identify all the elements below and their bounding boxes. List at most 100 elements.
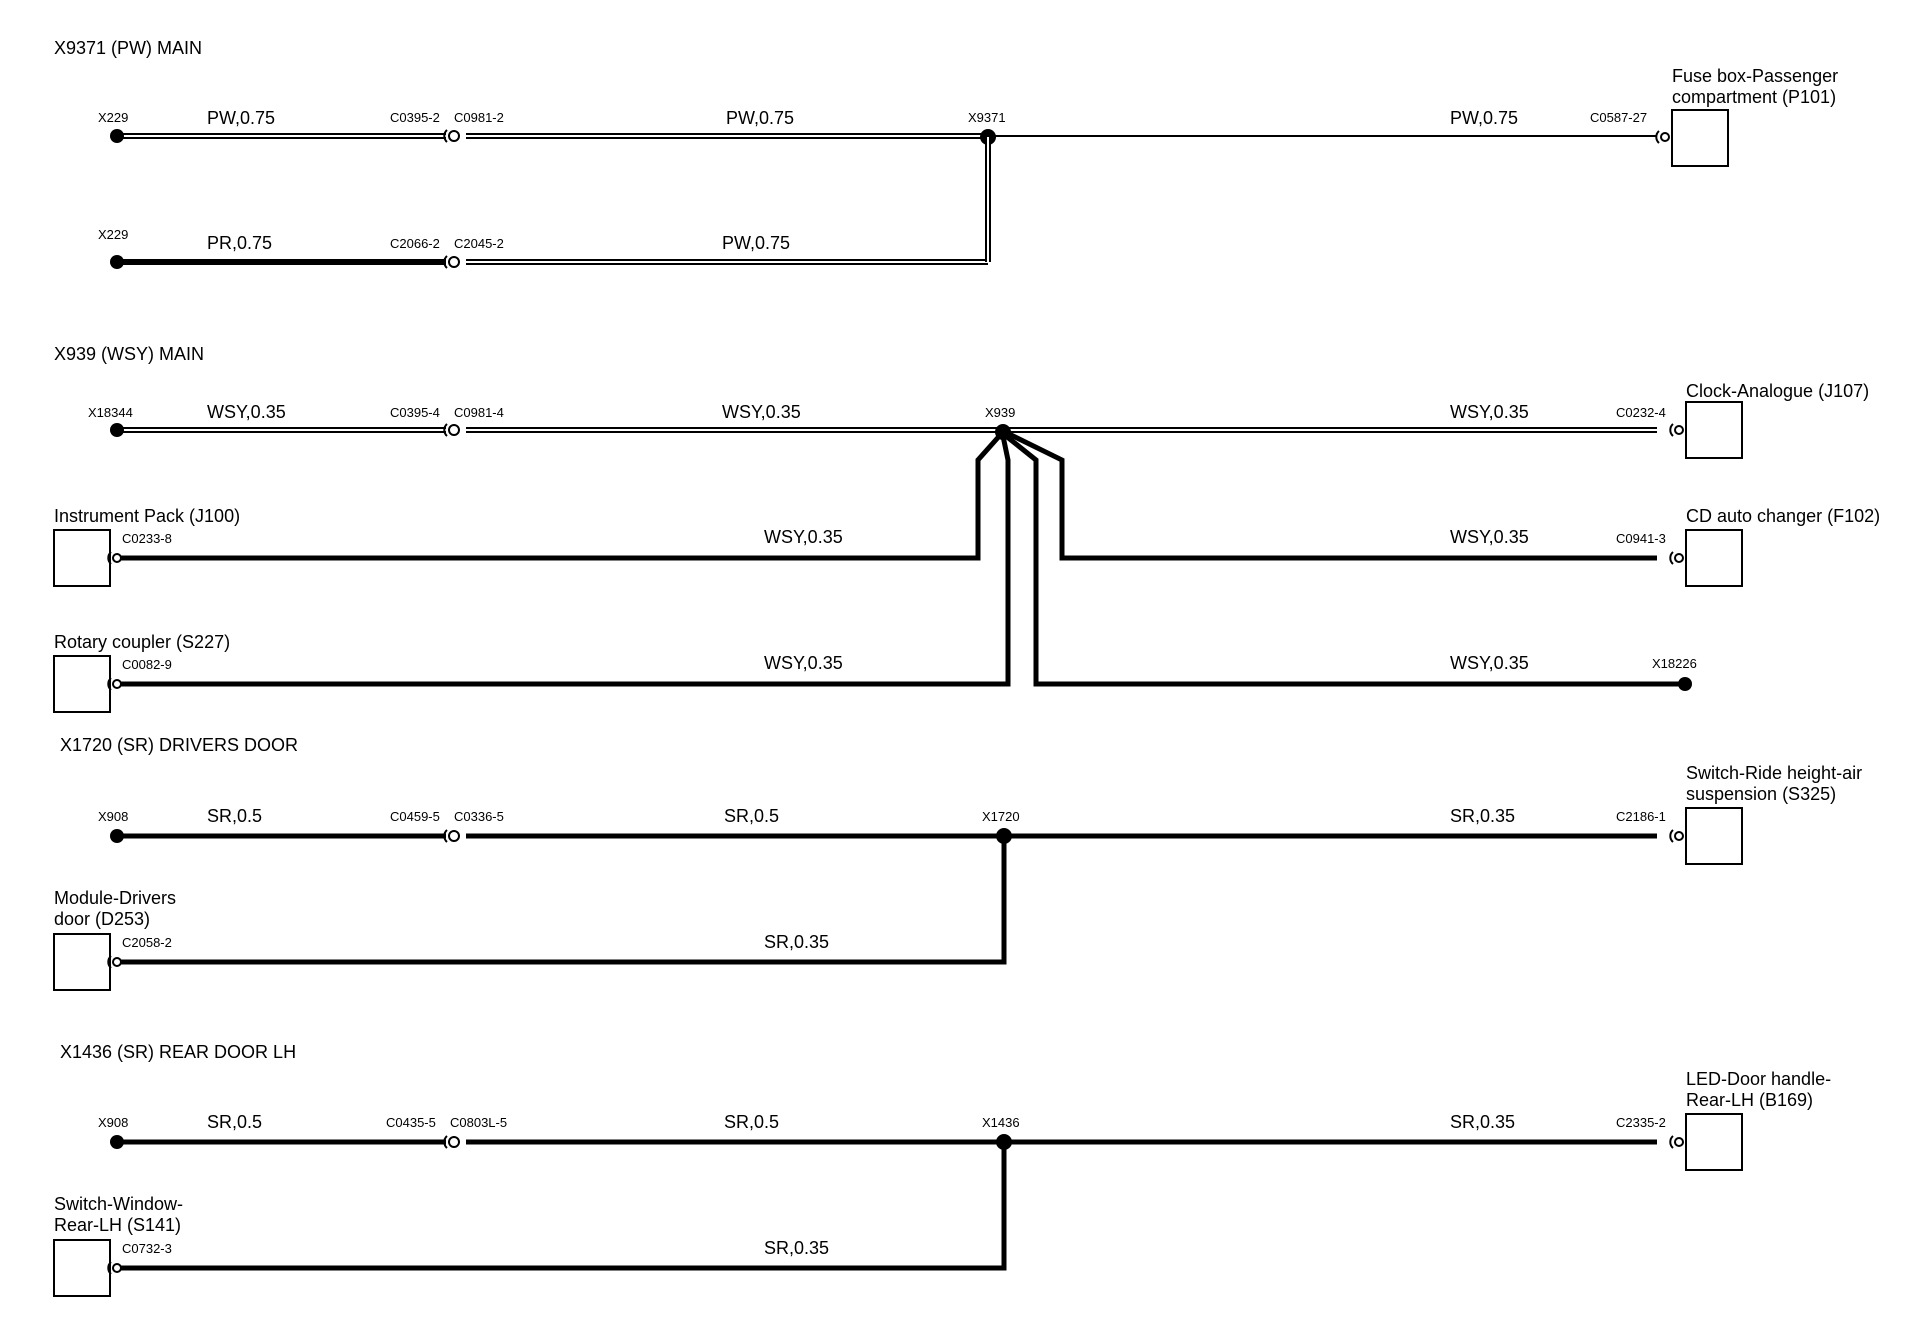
wire-label: SR,0.5: [724, 806, 779, 826]
connector-label: C0732-3: [122, 1241, 172, 1256]
terminal-label: X18344: [88, 405, 133, 420]
wire-label: PW,0.75: [722, 233, 790, 253]
terminal-dot: [1678, 677, 1692, 691]
connector-label: C2058-2: [122, 935, 172, 950]
connector-label: C0587-27: [1590, 110, 1647, 125]
connector-pin-icon: [443, 1135, 460, 1149]
wire-label: SR,0.5: [207, 1112, 262, 1132]
section-title: X1720 (SR) DRIVERS DOOR: [60, 735, 298, 755]
wire-label: WSY,0.35: [764, 653, 843, 673]
connector-pin-icon: [1669, 829, 1684, 843]
connector-pin-icon: [107, 1261, 122, 1275]
wire-label: PW,0.75: [726, 108, 794, 128]
connector-pin-icon: [1669, 423, 1684, 437]
section-title: X1436 (SR) REAR DOOR LH: [60, 1042, 296, 1062]
connector-label: C0803L-5: [450, 1115, 507, 1130]
terminal-label: X908: [98, 1115, 128, 1130]
connector-label: C0232-4: [1616, 405, 1666, 420]
connector-pin-icon: [1655, 130, 1670, 144]
section-x1720: X1720 (SR) DRIVERS DOOR X908 SR,0.5 C045…: [53, 735, 1862, 991]
wire-x908-x1436: [117, 1139, 1657, 1271]
wire-label: WSY,0.35: [764, 527, 843, 547]
wire-label: SR,0.35: [1450, 1112, 1515, 1132]
wire-label: PW,0.75: [1450, 108, 1518, 128]
connector-label: C0336-5: [454, 809, 504, 824]
connector-label: C0459-5: [390, 809, 440, 824]
component-label: Rear-LH (S141): [54, 1215, 181, 1235]
component-box: [53, 655, 111, 713]
connector-label: C0395-4: [390, 405, 440, 420]
component-label: compartment (P101): [1672, 87, 1836, 107]
section-x9371: X9371 (PW) MAIN X229 PW,0.75 C0395-2 C09…: [54, 38, 1838, 269]
wire-label: PW,0.75: [207, 108, 275, 128]
component-label: Clock-Analogue (J107): [1686, 381, 1869, 401]
connector-pin-icon: [443, 255, 460, 269]
connector-pin-icon: [443, 423, 460, 437]
component-label: suspension (S325): [1686, 784, 1836, 804]
terminal-dot: [110, 1135, 124, 1149]
wire-label: SR,0.35: [764, 1238, 829, 1258]
connector-label: C0395-2: [390, 110, 440, 125]
terminal-label: X229: [98, 227, 128, 242]
wire-label: SR,0.35: [1450, 806, 1515, 826]
connector-label: C0435-5: [386, 1115, 436, 1130]
terminal-label: X18226: [1652, 656, 1697, 671]
connector-pin-icon: [107, 955, 122, 969]
component-box: [53, 933, 111, 991]
wire-label: WSY,0.35: [1450, 653, 1529, 673]
component-box: [1685, 529, 1743, 587]
splice-label: X9371: [968, 110, 1006, 125]
component-box: [1685, 807, 1743, 865]
wire-label: WSY,0.35: [207, 402, 286, 422]
component-label: Rear-LH (B169): [1686, 1090, 1813, 1110]
component-box: [1685, 401, 1743, 459]
component-label: Fuse box-Passenger: [1672, 66, 1838, 86]
connector-label: C2045-2: [454, 236, 504, 251]
connector-label: C0082-9: [122, 657, 172, 672]
wire-x908-x1720: [117, 833, 1657, 965]
section-x939: X939 (WSY) MAIN X18344 WSY,0.35 C0395-4 …: [53, 344, 1880, 713]
component-label: Rotary coupler (S227): [54, 632, 230, 652]
wire-label: SR,0.5: [207, 806, 262, 826]
connector-pin-icon: [107, 551, 122, 565]
section-x1436: X1436 (SR) REAR DOOR LH X908 SR,0.5 C043…: [53, 1042, 1831, 1297]
wire-label: WSY,0.35: [722, 402, 801, 422]
wire-label: WSY,0.35: [1450, 527, 1529, 547]
component-box: [1671, 109, 1729, 167]
connector-label: C0981-2: [454, 110, 504, 125]
component-label: CD auto changer (F102): [1686, 506, 1880, 526]
connector-label: C2335-2: [1616, 1115, 1666, 1130]
terminal-dot: [110, 129, 124, 143]
terminal-dot: [110, 255, 124, 269]
component-label: Switch-Window-: [54, 1194, 183, 1214]
connector-label: C2186-1: [1616, 809, 1666, 824]
component-box: [53, 1239, 111, 1297]
branch-wires-x939: [117, 430, 1685, 687]
connector-pin-icon: [1669, 551, 1684, 565]
component-label: Switch-Ride height-air: [1686, 763, 1862, 783]
component-label: Module-Drivers: [54, 888, 176, 908]
splice-label: X939: [985, 405, 1015, 420]
component-label: Instrument Pack (J100): [54, 506, 240, 526]
wire-label: PR,0.75: [207, 233, 272, 253]
splice-label: X1436: [982, 1115, 1020, 1130]
wire-label: SR,0.5: [724, 1112, 779, 1132]
connector-label: C0941-3: [1616, 531, 1666, 546]
wire-label: WSY,0.35: [1450, 402, 1529, 422]
splice-dot: [995, 424, 1011, 440]
component-label: LED-Door handle-: [1686, 1069, 1831, 1089]
splice-label: X1720: [982, 809, 1020, 824]
section-title: X939 (WSY) MAIN: [54, 344, 204, 364]
connector-pin-icon: [443, 129, 460, 143]
section-title: X9371 (PW) MAIN: [54, 38, 202, 58]
component-box: [1685, 1113, 1743, 1171]
terminal-label: X229: [98, 110, 128, 125]
splice-dot: [996, 828, 1012, 844]
connector-pin-icon: [107, 677, 122, 691]
connector-pin-icon: [1669, 1135, 1684, 1149]
terminal-dot: [110, 829, 124, 843]
connector-pin-icon: [443, 829, 460, 843]
component-label: door (D253): [54, 909, 150, 929]
wire-x229-x9371-lower: [117, 137, 991, 265]
